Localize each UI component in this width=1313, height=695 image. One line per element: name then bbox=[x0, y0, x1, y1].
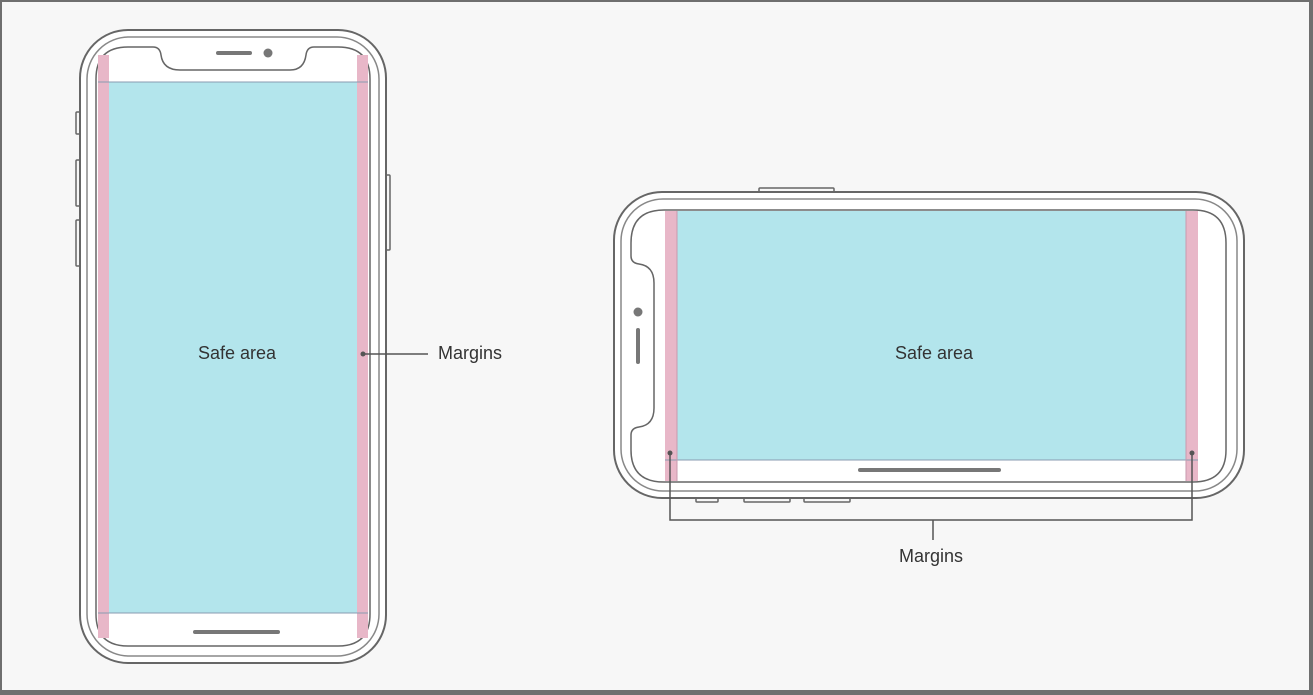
landscape-left-margin bbox=[665, 211, 677, 481]
portrait-speaker-grille bbox=[216, 51, 252, 55]
portrait-phone: Safe area Margins bbox=[75, 29, 502, 664]
landscape-margins-bracket bbox=[669, 453, 1193, 540]
portrait-margins-label: Margins bbox=[438, 343, 502, 363]
landscape-right-margin bbox=[1186, 211, 1198, 481]
portrait-front-camera bbox=[263, 48, 273, 58]
landscape-margins-label: Margins bbox=[899, 546, 963, 566]
portrait-home-indicator bbox=[193, 630, 280, 634]
landscape-front-camera bbox=[633, 307, 643, 317]
landscape-home-indicator bbox=[858, 468, 1001, 472]
portrait-right-margin bbox=[357, 55, 368, 638]
landscape-phone: Safe area Margins bbox=[613, 187, 1245, 566]
portrait-safe-area-label: Safe area bbox=[198, 343, 277, 363]
landscape-speaker-grille bbox=[636, 328, 640, 364]
portrait-left-margin bbox=[98, 55, 109, 638]
landscape-safe-area-label: Safe area bbox=[895, 343, 974, 363]
landscape-safe-area bbox=[677, 211, 1186, 460]
portrait-safe-area bbox=[109, 82, 357, 613]
